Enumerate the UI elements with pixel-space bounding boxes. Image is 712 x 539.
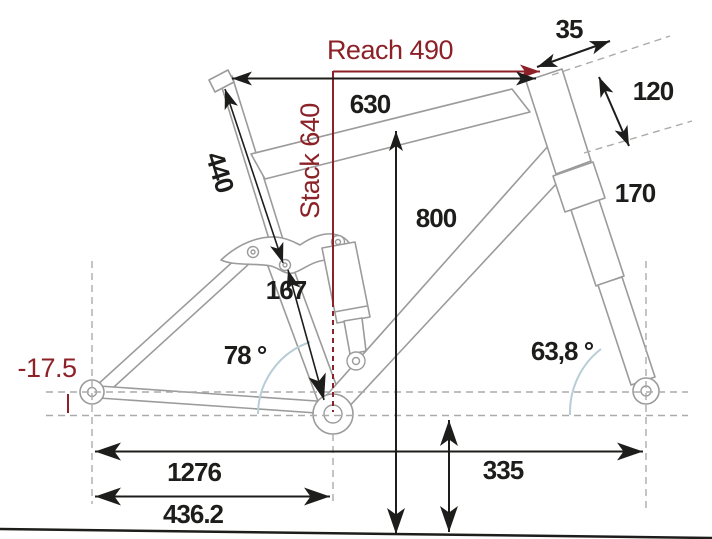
bb-height-label: 335 (483, 455, 524, 485)
dimension-labels: Reach 490 Stack 640 -17.5 630 35 120 170… (17, 14, 674, 529)
chainstay-length-label: 436.2 (163, 499, 224, 529)
fork-crown (552, 161, 606, 213)
rocker-pivot-front-axle (250, 249, 256, 255)
standover-height-label: 800 (416, 203, 457, 233)
seat-tube-dimension-line (224, 88, 284, 264)
link-length-label: 167 (266, 275, 307, 305)
stem-dimension-line (536, 40, 611, 68)
seat-tube-length-label: 440 (200, 148, 241, 196)
fork-lower-leg (597, 276, 656, 386)
shock-body (321, 241, 371, 324)
ground-line (0, 527, 712, 539)
top-tube (250, 88, 531, 180)
reference-guides (46, 35, 693, 508)
head-angle-arc (568, 348, 602, 416)
fork-length-label: 170 (615, 178, 656, 208)
bottom-bracket-axle (323, 404, 343, 424)
frame-linework (79, 68, 660, 435)
fork-stanchion (570, 199, 625, 287)
wheelbase-label: 1276 (167, 457, 221, 487)
stem-length-label: 35 (556, 14, 583, 44)
link-dimension-line (286, 269, 326, 401)
shock-shaft (343, 317, 367, 355)
stem-axis-guide (551, 35, 671, 76)
head-tube-angle-label: 63,8 ° (531, 336, 594, 366)
head-tube-bottom-guide (583, 120, 693, 154)
rocker-pivot-shock-axle (334, 238, 342, 246)
bb-drop-label: -17.5 (17, 353, 76, 383)
seat-stay (95, 246, 262, 397)
shock-body-cap-line (333, 305, 368, 313)
chain-stay (98, 385, 332, 415)
rocker-pivot-mid-axle (282, 262, 288, 268)
reach-label: Reach 490 (327, 35, 453, 65)
top-tube-length-label: 630 (350, 89, 391, 119)
head-tube (525, 68, 592, 175)
dimension-arrows (95, 40, 643, 534)
shock-eyelet-bolt (351, 356, 361, 366)
head-tube-dimension-line (598, 76, 630, 147)
seat-tube-angle-label: 78 ° (224, 340, 267, 370)
stack-label: Stack 640 (295, 103, 325, 219)
head-tube-length-label: 120 (633, 76, 674, 106)
